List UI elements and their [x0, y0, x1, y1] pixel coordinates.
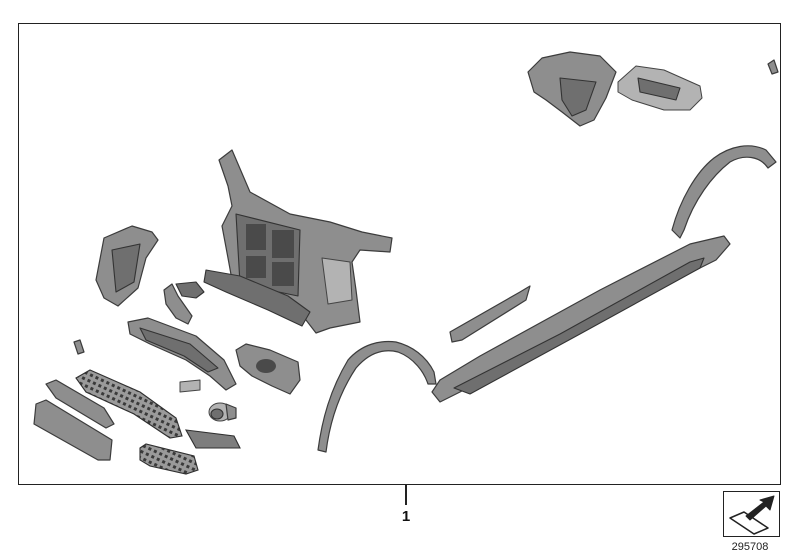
small-clip-part[interactable] — [767, 59, 779, 75]
air-duct-part[interactable] — [95, 225, 159, 307]
center-grille-part[interactable] — [75, 369, 183, 439]
callout-number: 1 — [401, 508, 411, 525]
clip-part[interactable] — [73, 339, 85, 355]
rear-wheel-arch-part[interactable] — [671, 145, 777, 239]
rocker-insert-part[interactable] — [449, 285, 531, 343]
diagram-id: 295708 — [731, 541, 769, 553]
side-skirt-part[interactable] — [431, 235, 731, 403]
radiator-support-part[interactable] — [203, 149, 393, 334]
bracket-part[interactable] — [163, 281, 205, 325]
license-plate-part[interactable] — [33, 399, 113, 461]
fog-light-part[interactable] — [208, 402, 237, 422]
lower-grille-part[interactable] — [139, 443, 199, 475]
bumper-strip-part[interactable] — [45, 379, 115, 429]
underbody-panel-part[interactable] — [527, 51, 617, 127]
view-direction-arrow-icon — [723, 491, 780, 537]
bumper-trim-part[interactable] — [127, 317, 237, 391]
lower-grille-strip-part[interactable] — [184, 429, 241, 449]
callout-leader-line — [405, 485, 407, 505]
front-wheel-arch-part[interactable] — [317, 340, 437, 453]
headlight-bracket-part[interactable] — [235, 343, 301, 395]
cover-part[interactable] — [179, 379, 201, 393]
underbody-cover-part[interactable] — [617, 65, 703, 111]
